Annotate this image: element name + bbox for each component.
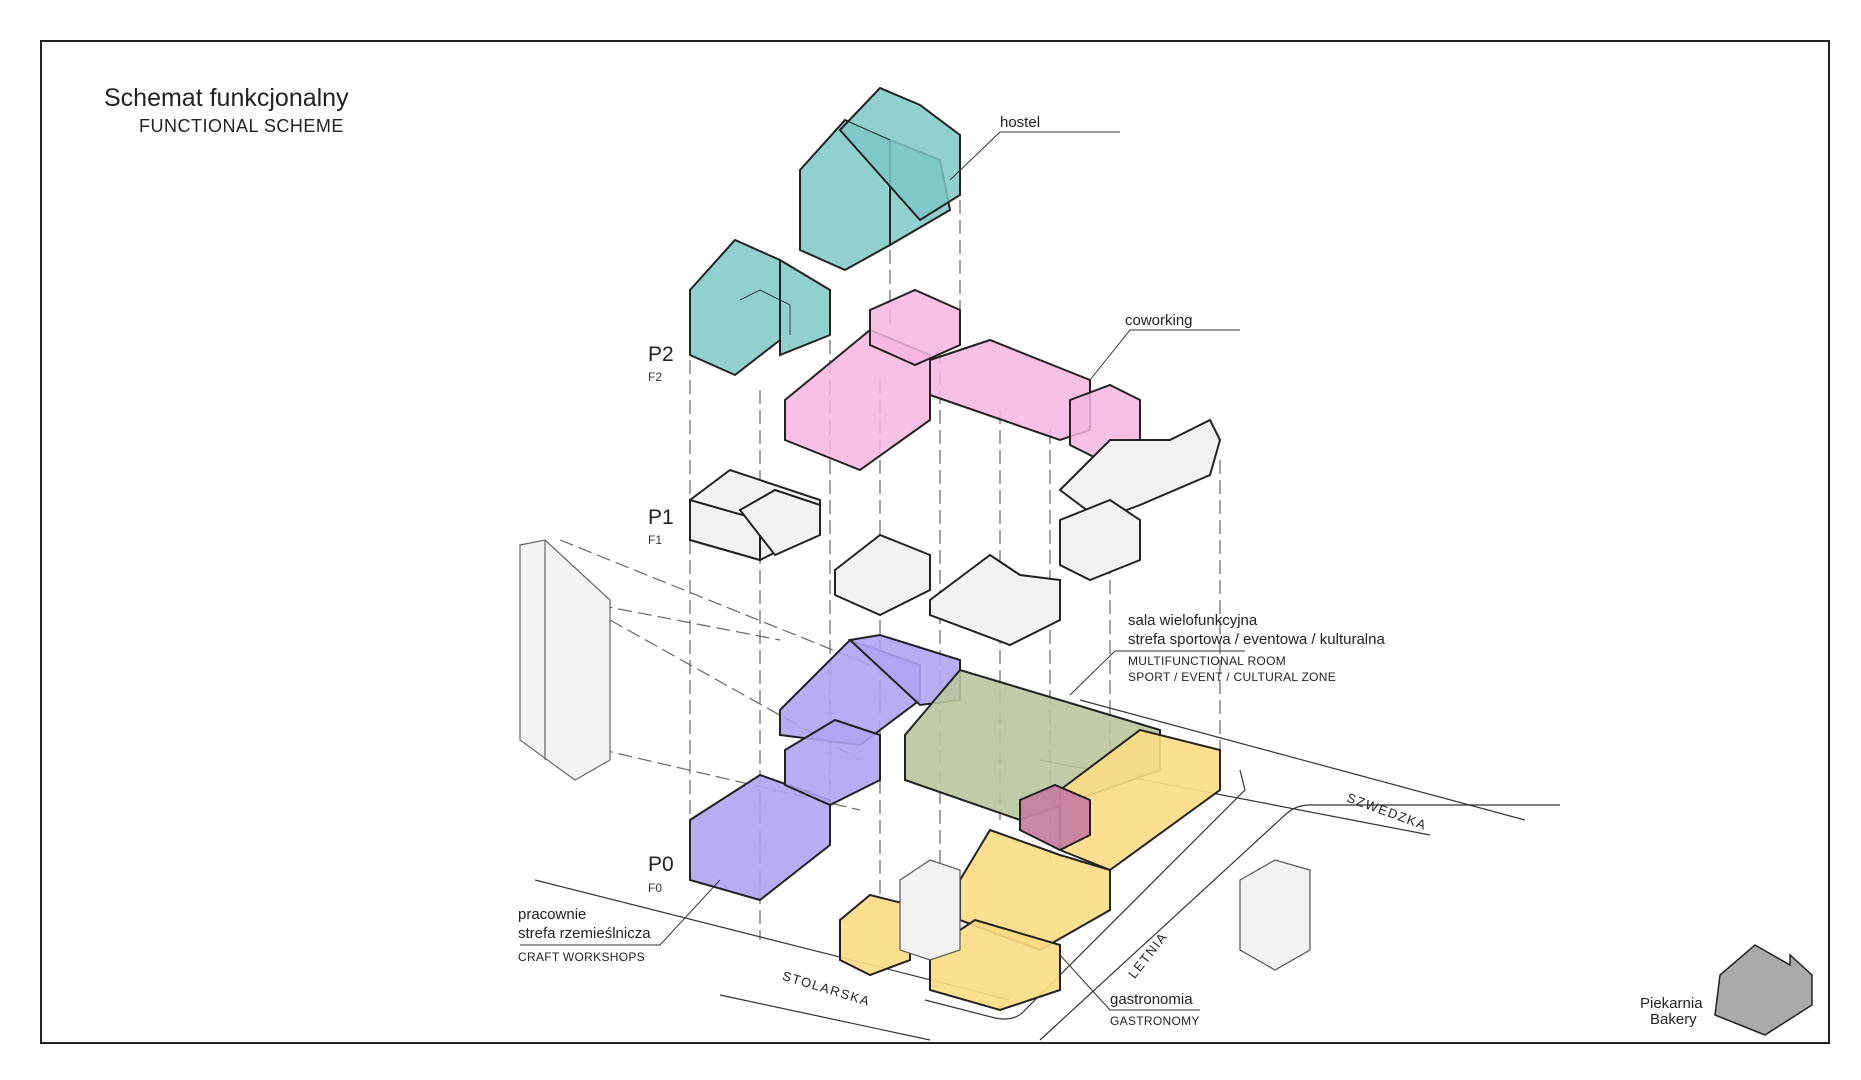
label-bakery-pl: Piekarnia: [1640, 995, 1703, 1012]
gastronomy-volume: [839, 728, 1221, 1012]
hostel-edges: [734, 87, 921, 335]
level-p1-sub: F1: [648, 533, 663, 547]
level-p0-sub: F0: [648, 881, 663, 895]
level-p2-label: P2: [648, 343, 674, 366]
label-multifunctional-pl-1: sala wielofunkcyjna: [1128, 612, 1258, 629]
leader-lines: [520, 131, 1245, 1011]
label-multifunctional-en-2: SPORT / EVENT / CULTURAL ZONE: [1128, 670, 1337, 684]
label-gastronomy-en: GASTRONOMY: [1110, 1014, 1200, 1028]
label-multifunctional-pl-2: strefa sportowa / eventowa / kulturalna: [1128, 631, 1385, 648]
label-craft-en: CRAFT WORKSHOPS: [518, 950, 645, 964]
workshops-volume: [689, 633, 961, 902]
label-coworking: coworking: [1125, 312, 1193, 329]
diagram-title: Schemat funkcjonalny: [104, 84, 349, 112]
level-p2-sub: F2: [648, 370, 663, 384]
coworking-volume: [784, 288, 1141, 472]
level-p0-label: P0: [648, 853, 674, 876]
drawing-frame: [40, 40, 1830, 1044]
label-gastronomy-pl: gastronomia: [1110, 991, 1193, 1008]
level-p1-label: P1: [648, 506, 674, 529]
hostel-volume: [689, 86, 961, 377]
label-bakery-en: Bakery: [1650, 1011, 1697, 1028]
p0-neutral-volumes: [899, 859, 1311, 971]
label-craft-pl-2: strefa rzemieślnicza: [518, 925, 651, 942]
bakery-icon: [1714, 944, 1813, 1036]
diagram-subtitle: FUNCTIONAL SCHEME: [139, 116, 344, 136]
label-hostel: hostel: [1000, 114, 1041, 131]
label-multifunctional-en-1: MULTIFUNCTIONAL ROOM: [1128, 654, 1286, 668]
p1-volumes: [689, 418, 1222, 647]
neighbour-building-left: [519, 539, 611, 781]
label-craft-pl-1: pracownie: [518, 906, 587, 923]
bakery-accent-volume: [1019, 783, 1091, 852]
